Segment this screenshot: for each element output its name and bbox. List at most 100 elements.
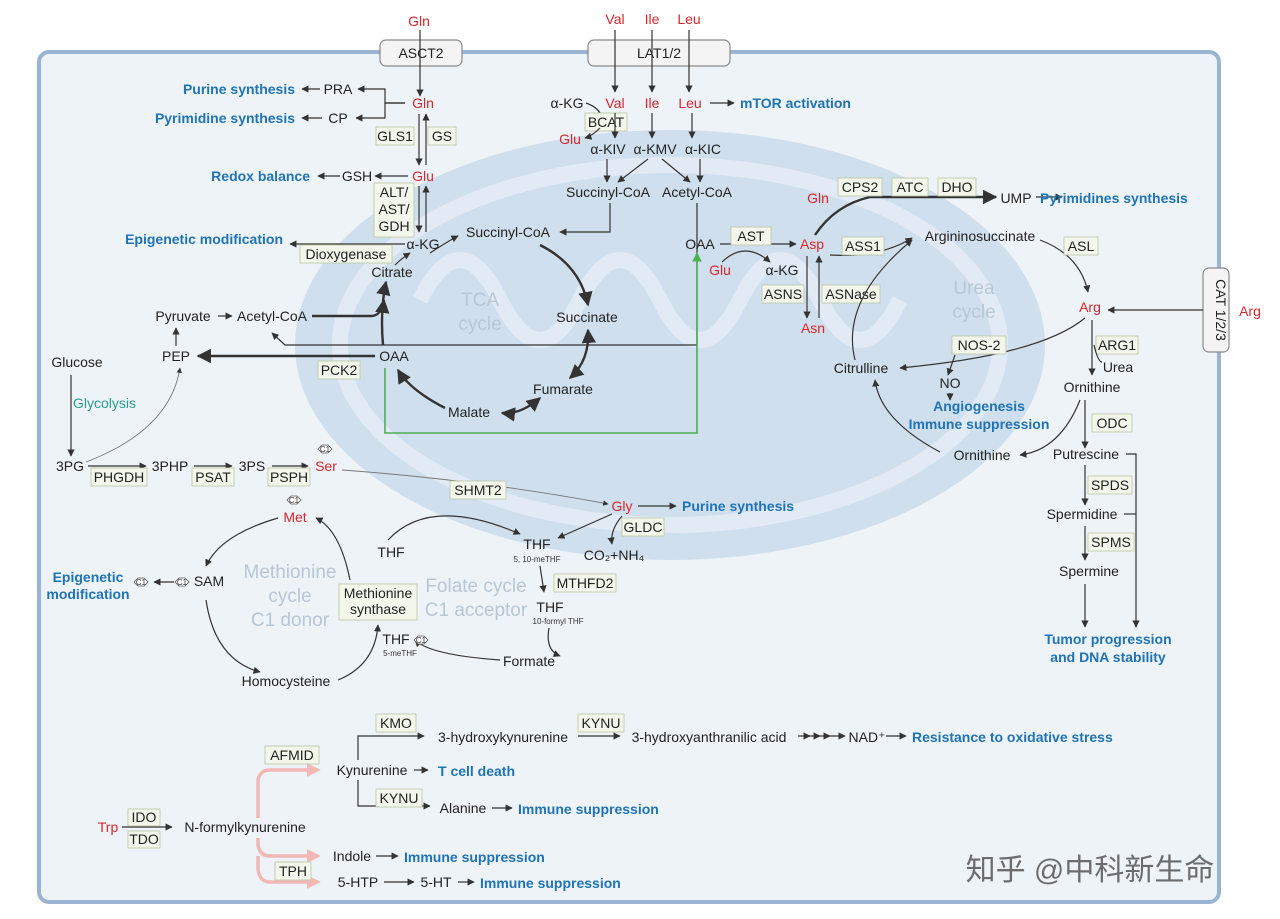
- ext-arg: Arg: [1239, 303, 1261, 319]
- t-cell-death: T cell death: [438, 763, 515, 779]
- tca-cycle: Succinyl-CoA Citrate Succinate Fumarate …: [155, 224, 702, 434]
- gldc-enzyme: GLDC: [624, 519, 663, 535]
- pep: PEP: [162, 348, 190, 364]
- argininosuccinate: Argininosuccinate: [925, 228, 1036, 244]
- 5-htp: 5-HTP: [338, 874, 378, 890]
- svg-text:C1: C1: [136, 578, 147, 587]
- glu-bcaa: Glu: [559, 131, 581, 147]
- malate: Malate: [448, 404, 490, 420]
- urea-cycle: Argininosuccinate ASL Arg NOS-2 Citrulli…: [834, 228, 1203, 665]
- tdo-enzyme: TDO: [129, 831, 159, 847]
- pyrimidines-synthesis: Pyrimidines synthesis: [1040, 190, 1188, 206]
- psph-enzyme: PSPH: [270, 469, 308, 485]
- akg-bcaa: α-KG: [551, 95, 584, 111]
- gls1-enzyme: GLS1: [377, 128, 413, 144]
- 5-ht: 5-HT: [420, 874, 452, 890]
- epigenetic-modification-2: Epigenetic: [53, 569, 124, 585]
- c1-met: C1: [289, 496, 300, 505]
- methionine-cycle: C1 Met THF SAM C1 C1 Epigenetic modifica…: [46, 495, 429, 689]
- dioxygenase-enzyme: Dioxygenase: [306, 246, 387, 262]
- ornithine: Ornithine: [1064, 379, 1121, 395]
- ump: UMP: [1000, 190, 1031, 206]
- cat-label: CAT 1/2/3: [1213, 279, 1229, 341]
- 3ps: 3PS: [239, 458, 265, 474]
- homocysteine: Homocysteine: [242, 673, 331, 689]
- akiv: α-KIV: [590, 141, 626, 157]
- gs-enzyme: GS: [432, 128, 452, 144]
- acetyl-coa-tca: Acetyl-CoA: [237, 308, 308, 324]
- folate-cycle: SHMT2 Gly Purine synthesis GLDC CO₂+NH₄ …: [341, 469, 794, 669]
- purine-synthesis-2: Purine synthesis: [682, 498, 794, 514]
- leu-inner: Leu: [678, 95, 701, 111]
- asl-enzyme: ASL: [1068, 238, 1095, 254]
- arg-inner: Arg: [1079, 299, 1101, 315]
- urea: Urea: [1103, 359, 1134, 375]
- bcat-enzyme: BCAT: [588, 114, 625, 130]
- lat-label: LAT1/2: [637, 45, 681, 61]
- cp: CP: [328, 110, 347, 126]
- folate-title-2: C1 acceptor: [425, 600, 528, 621]
- odc-enzyme: ODC: [1096, 415, 1127, 431]
- oaa-tca: OAA: [379, 348, 409, 364]
- fumarate: Fumarate: [533, 381, 593, 397]
- watermark: 知乎 @中科新生命: [966, 854, 1215, 887]
- redox-balance: Redox balance: [211, 168, 310, 184]
- akic: α-KIC: [685, 141, 721, 157]
- nad: NAD⁺: [849, 729, 886, 745]
- putrescine: Putrescine: [1053, 446, 1119, 462]
- glycolysis-label: Glycolysis: [73, 395, 136, 411]
- indole: Indole: [333, 848, 371, 864]
- kynurenine: Kynurenine: [337, 762, 408, 778]
- pra: PRA: [324, 81, 353, 97]
- immune-suppression-urea: Immune suppression: [909, 416, 1050, 432]
- ext-gln: Gln: [408, 13, 430, 29]
- methionine-synthase-2: synthase: [350, 601, 406, 617]
- met: Met: [283, 509, 306, 525]
- psat-enzyme: PSAT: [195, 469, 231, 485]
- spds-enzyme: SPDS: [1091, 477, 1129, 493]
- alt-enzyme: ALT/: [380, 184, 409, 200]
- svg-text:C1: C1: [177, 578, 188, 587]
- 3-hydroxykynurenine: 3-hydroxykynurenine: [438, 729, 568, 745]
- lat-transporter: [587, 39, 731, 67]
- thf-main: THF: [523, 536, 550, 552]
- spermine: Spermine: [1059, 563, 1119, 579]
- ile-inner: Ile: [645, 95, 660, 111]
- glycolysis-serine: Glucose Glycolysis 3PG PHGDH 3PHP PSAT 3…: [51, 354, 337, 487]
- no: NO: [940, 375, 961, 391]
- ass1-enzyme: ASS1: [845, 238, 881, 254]
- n-formylkynurenine: N-formylkynurenine: [184, 819, 306, 835]
- dna-stability: and DNA stability: [1050, 649, 1166, 665]
- co2-nh4: CO₂+NH₄: [584, 547, 645, 563]
- sam: SAM: [194, 573, 224, 589]
- asn: Asn: [801, 320, 825, 336]
- gsh: GSH: [342, 168, 372, 184]
- ast-enzyme: AST/: [378, 201, 409, 217]
- asct2-label: ASCT2: [398, 45, 443, 61]
- ornithine-2: Ornithine: [954, 447, 1011, 463]
- methionine-title-2: cycle: [268, 586, 311, 607]
- shmt2-enzyme: SHMT2: [454, 482, 502, 498]
- methionine-title-3: C1 donor: [251, 610, 330, 631]
- kynu-enzyme: KYNU: [582, 715, 621, 731]
- succinyl-coa-bcaa: Succinyl-CoA: [566, 184, 651, 200]
- mtor-activation: mTOR activation: [740, 95, 851, 111]
- svg-text:C1: C1: [416, 636, 427, 645]
- c1-badge-ser: [317, 444, 333, 454]
- epigenetic-modification-2b: modification: [46, 586, 129, 602]
- atc-enzyme: ATC: [897, 179, 924, 195]
- 3pg: 3PG: [56, 458, 84, 474]
- thf-meth: THF: [377, 544, 404, 560]
- glutamine-branch: Purine synthesis PRA Gln Pyrimidine synt…: [125, 30, 457, 264]
- urea-title-2: cycle: [952, 302, 995, 323]
- asnase-enzyme: ASNase: [825, 286, 877, 302]
- oaa-asp: OAA: [685, 236, 715, 252]
- afmid-enzyme: AFMID: [270, 747, 314, 763]
- angiogenesis: Angiogenesis: [933, 398, 1025, 414]
- ext-ile: Ile: [645, 11, 660, 27]
- gly: Gly: [612, 498, 633, 514]
- purine-synthesis-1: Purine synthesis: [183, 81, 295, 97]
- val-inner: Val: [605, 95, 624, 111]
- alanine: Alanine: [440, 800, 487, 816]
